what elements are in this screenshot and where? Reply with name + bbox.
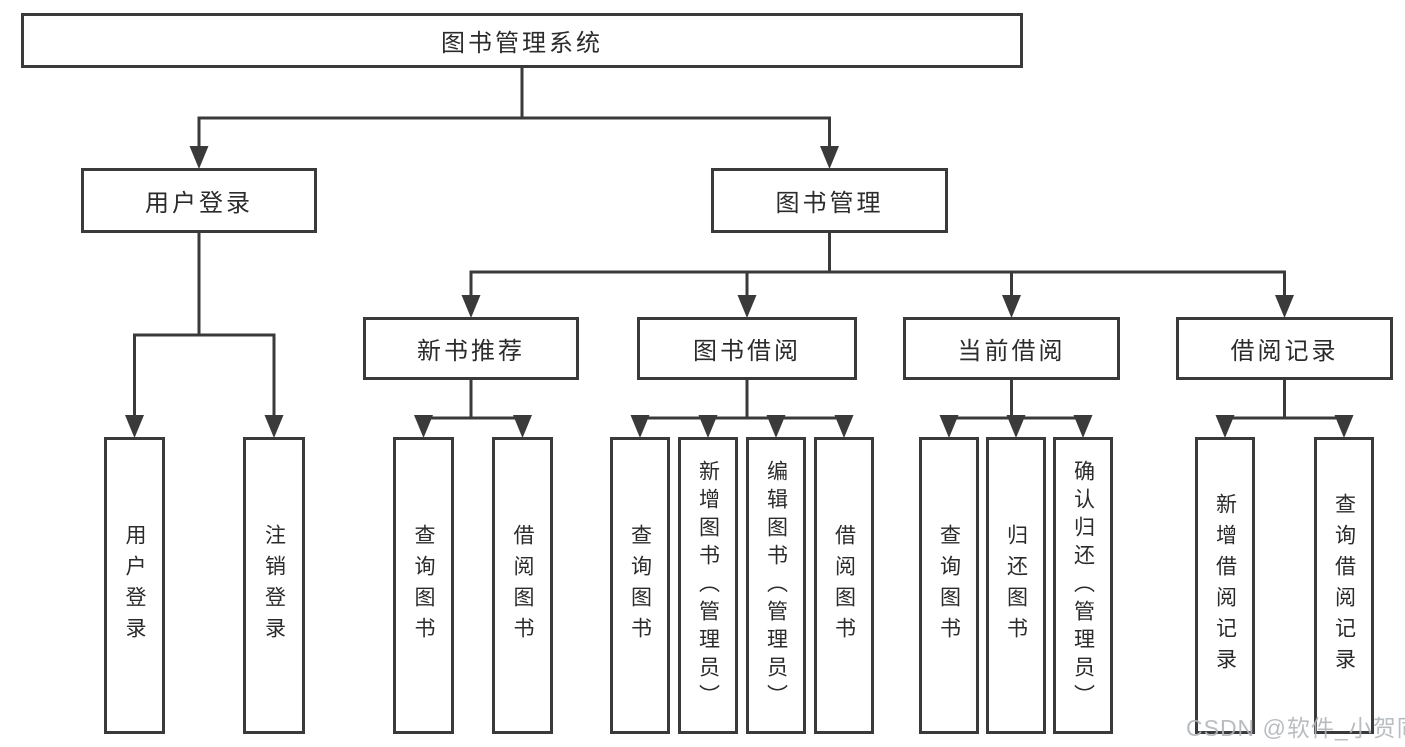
- node-label: 图书管理系统: [441, 30, 603, 57]
- node-label: 借阅图书: [832, 523, 856, 648]
- node-label: 新书推荐: [417, 338, 525, 365]
- node-new-book-recommend: 新书推荐: [363, 317, 579, 380]
- node-book-management: 图书管理: [711, 168, 948, 233]
- node-label: 图书管理: [775, 190, 884, 217]
- node-leaf-add-book-admin: 新增图书（管理员）: [678, 437, 738, 734]
- arrowhead-icon: [414, 415, 433, 438]
- node-leaf-query-book-cb: 查询图书: [919, 437, 979, 734]
- edge-book-management: [461, 231, 1294, 318]
- arrowhead-icon: [125, 415, 144, 438]
- edge-book-borrowing: [630, 378, 854, 438]
- arrowhead-icon: [834, 415, 854, 438]
- node-label: 借阅图书: [511, 523, 534, 648]
- node-leaf-return-book: 归还图书: [986, 437, 1046, 734]
- node-label: 用户登录: [123, 523, 146, 648]
- edge-new-book-recommend: [414, 378, 532, 438]
- arrowhead-icon: [1006, 415, 1026, 438]
- node-leaf-add-borrow-record: 新增借阅记录: [1195, 437, 1255, 734]
- node-label: 用户登录: [145, 190, 253, 217]
- node-leaf-query-book-nb: 查询图书: [393, 437, 454, 734]
- node-system-root: 图书管理系统: [21, 13, 1023, 68]
- edge-system-root: [189, 66, 839, 169]
- node-label: 编辑图书（管理员）: [764, 459, 788, 712]
- node-book-borrowing: 图书借阅: [637, 317, 857, 380]
- arrowhead-icon: [189, 146, 209, 169]
- node-label: 查询图书: [937, 523, 961, 648]
- node-label: 当前借阅: [957, 338, 1066, 365]
- node-leaf-logout: 注销登录: [243, 437, 305, 734]
- node-leaf-query-book-bb: 查询图书: [610, 437, 670, 734]
- node-label: 图书借阅: [693, 338, 801, 365]
- node-label: 注销登录: [262, 523, 286, 648]
- node-label: 归还图书: [1004, 523, 1028, 648]
- arrowhead-icon: [1073, 415, 1093, 438]
- arrowhead-icon: [766, 415, 786, 438]
- edge-borrowing-records: [1215, 378, 1354, 438]
- arrowhead-icon: [820, 146, 839, 169]
- arrowhead-icon: [939, 415, 959, 438]
- node-label: 确认归还（管理员）: [1071, 459, 1095, 712]
- node-leaf-confirm-return-admin: 确认归还（管理员）: [1053, 437, 1113, 734]
- node-leaf-borrow-book-nb: 借阅图书: [492, 437, 553, 734]
- node-borrowing-records: 借阅记录: [1176, 317, 1393, 380]
- arrowhead-icon: [513, 415, 532, 438]
- arrowhead-icon: [630, 415, 650, 438]
- edge-user-login: [125, 231, 284, 438]
- arrowhead-icon: [1215, 415, 1235, 438]
- arrowhead-icon: [737, 295, 757, 318]
- node-label: 新增借阅记录: [1213, 492, 1237, 679]
- arrowhead-icon: [1275, 295, 1294, 318]
- arrowhead-icon: [461, 295, 481, 318]
- arrowhead-icon: [1002, 295, 1021, 318]
- node-leaf-user-login: 用户登录: [104, 437, 165, 734]
- node-label: 查询图书: [628, 523, 652, 648]
- watermark: CSDN @软件_小贺同学: [1186, 715, 1405, 741]
- node-label: 借阅记录: [1230, 338, 1339, 365]
- node-leaf-borrow-book-bb: 借阅图书: [814, 437, 874, 734]
- node-user-login: 用户登录: [81, 168, 317, 233]
- node-label: 查询借阅记录: [1332, 492, 1356, 679]
- arrowhead-icon: [698, 415, 718, 438]
- node-leaf-edit-book-admin: 编辑图书（管理员）: [746, 437, 806, 734]
- node-label: 新增图书（管理员）: [696, 459, 720, 712]
- edge-current-borrowing: [939, 378, 1093, 438]
- arrowhead-icon: [1334, 415, 1354, 438]
- node-current-borrowing: 当前借阅: [903, 317, 1120, 380]
- node-label: 查询图书: [412, 523, 435, 648]
- arrowhead-icon: [264, 415, 284, 438]
- node-leaf-query-borrow-record: 查询借阅记录: [1314, 437, 1374, 734]
